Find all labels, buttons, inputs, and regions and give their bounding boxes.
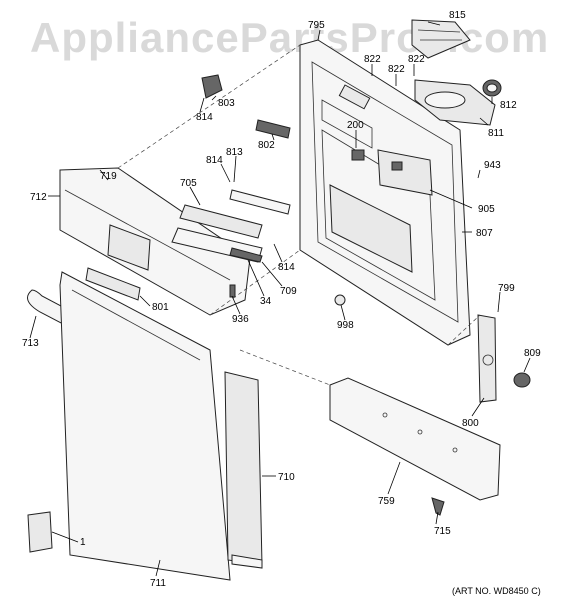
label-822a: 822	[364, 54, 381, 65]
leader-lines	[29, 21, 531, 577]
label-719: 719	[100, 171, 117, 182]
part-labels: 795 815 822 822 822 812 803 814 802 811 …	[22, 10, 541, 589]
label-998: 998	[337, 320, 354, 331]
part-936-screw[interactable]	[229, 284, 236, 298]
part-815-bracket[interactable]	[411, 19, 471, 59]
outer-door-panel[interactable]	[299, 39, 471, 346]
part-803-latch[interactable]	[201, 74, 223, 99]
label-712: 712	[30, 192, 47, 203]
label-822c: 822	[408, 54, 425, 65]
label-812: 812	[500, 100, 517, 111]
label-1: 1	[80, 537, 86, 548]
label-802: 802	[258, 140, 275, 151]
label-814a: 814	[196, 112, 213, 123]
part-811-dispenser[interactable]	[414, 79, 496, 126]
label-943: 943	[484, 160, 501, 171]
label-814b: 814	[206, 155, 223, 166]
part-715-screw[interactable]	[431, 497, 445, 516]
part-705-interface[interactable]	[171, 204, 263, 263]
label-759: 759	[378, 496, 395, 507]
part-759-kickplate[interactable]	[329, 377, 501, 501]
label-814c: 814	[278, 262, 295, 273]
label-822b: 822	[388, 64, 405, 75]
label-715: 715	[434, 526, 451, 537]
label-34: 34	[260, 296, 272, 307]
part-801-trim[interactable]	[85, 267, 141, 301]
watermark: AppliancePartsPros.com	[30, 14, 549, 61]
label-705: 705	[180, 178, 197, 189]
part-998-plug[interactable]	[334, 294, 346, 306]
art-number: (ART NO. WD8450 C)	[452, 586, 541, 596]
part-1-label[interactable]	[27, 511, 53, 553]
label-807: 807	[476, 228, 493, 239]
label-801: 801	[152, 302, 169, 313]
part-905-module[interactable]	[377, 149, 433, 196]
label-711: 711	[150, 578, 166, 589]
label-815: 815	[449, 10, 466, 21]
label-813: 813	[226, 147, 243, 158]
part-711-door-front[interactable]	[59, 271, 231, 581]
part-710-side-trim[interactable]	[224, 371, 263, 569]
label-799: 799	[498, 283, 515, 294]
assembly-guide-lines	[117, 44, 481, 386]
part-813-gasket[interactable]	[229, 189, 291, 215]
label-905: 905	[478, 204, 495, 215]
part-812-knob[interactable]	[482, 79, 502, 97]
label-936: 936	[232, 314, 249, 325]
label-795: 795	[308, 20, 325, 31]
label-200: 200	[347, 120, 364, 131]
label-709: 709	[280, 286, 297, 297]
label-803: 803	[218, 98, 235, 109]
part-809-knob[interactable]	[513, 372, 531, 388]
part-800-hinge[interactable]	[477, 314, 497, 403]
label-809: 809	[524, 348, 541, 359]
label-713: 713	[22, 338, 39, 349]
label-710: 710	[278, 472, 295, 483]
part-802-insert[interactable]	[255, 119, 291, 139]
part-712-control-panel[interactable]	[59, 167, 251, 316]
label-811: 811	[488, 128, 504, 139]
label-800: 800	[462, 418, 479, 429]
part-200-switch[interactable]	[351, 149, 365, 161]
